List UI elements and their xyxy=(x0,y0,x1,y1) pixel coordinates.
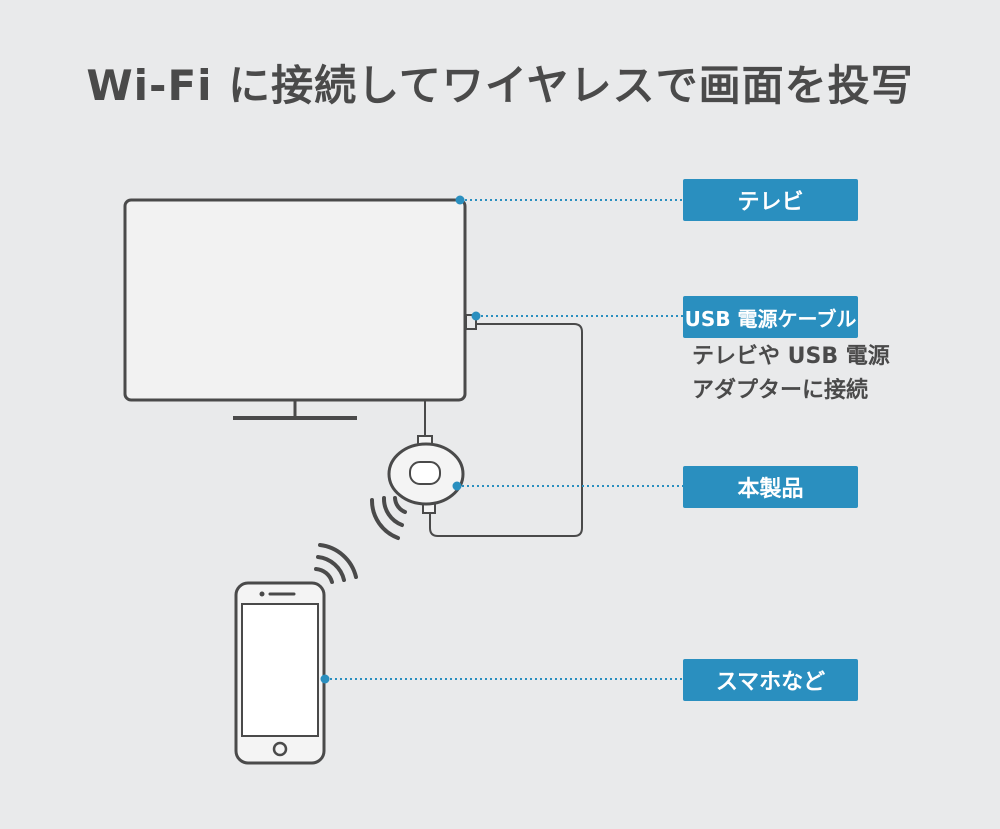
product-dongle-icon xyxy=(387,435,465,514)
smartphone-illustration xyxy=(234,581,326,765)
usb-note: テレビや USB 電源 アダプターに接続 xyxy=(692,340,890,408)
wifi-waves-icon xyxy=(369,496,407,540)
usb-note-line-1: テレビや USB 電源 xyxy=(692,344,890,369)
tv-illustration xyxy=(123,198,467,420)
wifi-waves-icon xyxy=(314,543,358,584)
label-product: 本製品 xyxy=(683,466,858,508)
leader-dots xyxy=(320,195,481,684)
label-usb-cable: USB 電源ケーブル xyxy=(683,296,858,338)
page-title: Wi-Fi に接続してワイヤレスで画面を投写 xyxy=(86,61,914,110)
leader-lines xyxy=(325,199,683,680)
cables xyxy=(424,323,583,537)
usb-note-line-2: アダプターに接続 xyxy=(692,378,869,403)
label-tv: テレビ xyxy=(683,179,858,221)
label-smartphone: スマホなど xyxy=(683,659,858,701)
usb-port-icon xyxy=(465,314,477,330)
